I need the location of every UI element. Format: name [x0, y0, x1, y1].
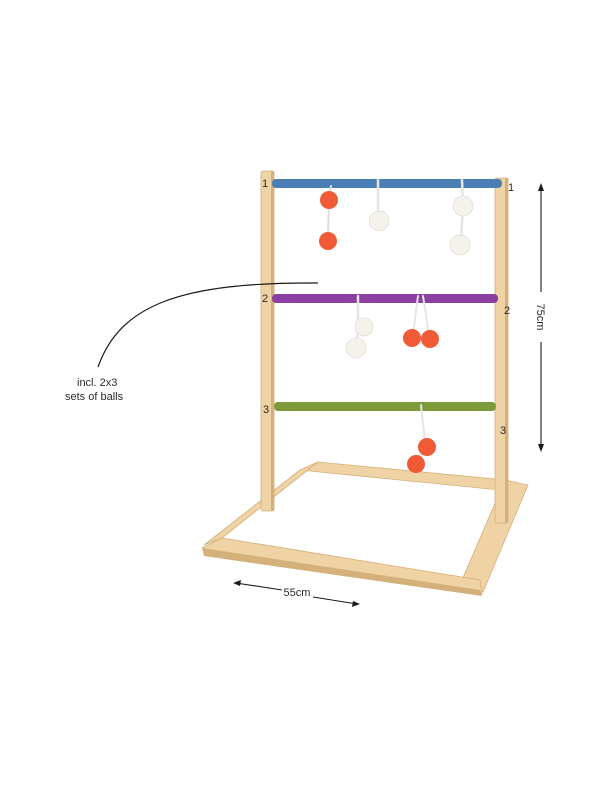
- width-label: 55cm: [284, 587, 311, 599]
- right-post-shade: [505, 178, 508, 523]
- rung-3-number-left: 3: [263, 404, 269, 416]
- arrow-up-icon: [538, 183, 544, 191]
- orange-ball: [421, 330, 439, 348]
- bola-string: [412, 295, 430, 335]
- arrow-left-icon: [233, 580, 241, 586]
- white-ball: [354, 317, 374, 337]
- width-dimension: 55cm: [233, 580, 360, 607]
- height-label: 75cm: [534, 304, 546, 331]
- base-right-rail: [461, 479, 529, 593]
- white-ball: [368, 210, 390, 232]
- annotation-line-1: incl. 2x3: [77, 377, 117, 389]
- rung-1-number-right: 1: [508, 182, 514, 194]
- bolas: [319, 178, 474, 473]
- orange-ball: [418, 438, 436, 456]
- rung-1-number-left: 1: [262, 178, 268, 190]
- rung-1: [272, 179, 502, 188]
- rung-2-number-left: 2: [262, 293, 268, 305]
- rung-2-number-right: 2: [504, 305, 510, 317]
- arrow-down-icon: [538, 444, 544, 452]
- annotation-curve: [97, 282, 319, 368]
- orange-ball: [319, 232, 337, 250]
- height-dimension: 75cm: [534, 183, 546, 452]
- base-back-rail: [298, 461, 506, 491]
- arrow-right-icon: [352, 601, 360, 607]
- left-post-shade: [271, 171, 274, 511]
- base-front-rail-face: [202, 548, 482, 596]
- annotation-line-2: sets of balls: [65, 391, 124, 403]
- orange-ball: [403, 329, 421, 347]
- rung-3: [274, 402, 496, 411]
- rung-3-number-right: 3: [500, 425, 506, 437]
- white-ball: [452, 195, 474, 217]
- orange-ball: [320, 191, 338, 209]
- white-ball: [345, 337, 367, 359]
- orange-ball: [407, 455, 425, 473]
- rung-2: [272, 294, 498, 303]
- wooden-base: [201, 461, 529, 596]
- white-ball: [449, 234, 471, 256]
